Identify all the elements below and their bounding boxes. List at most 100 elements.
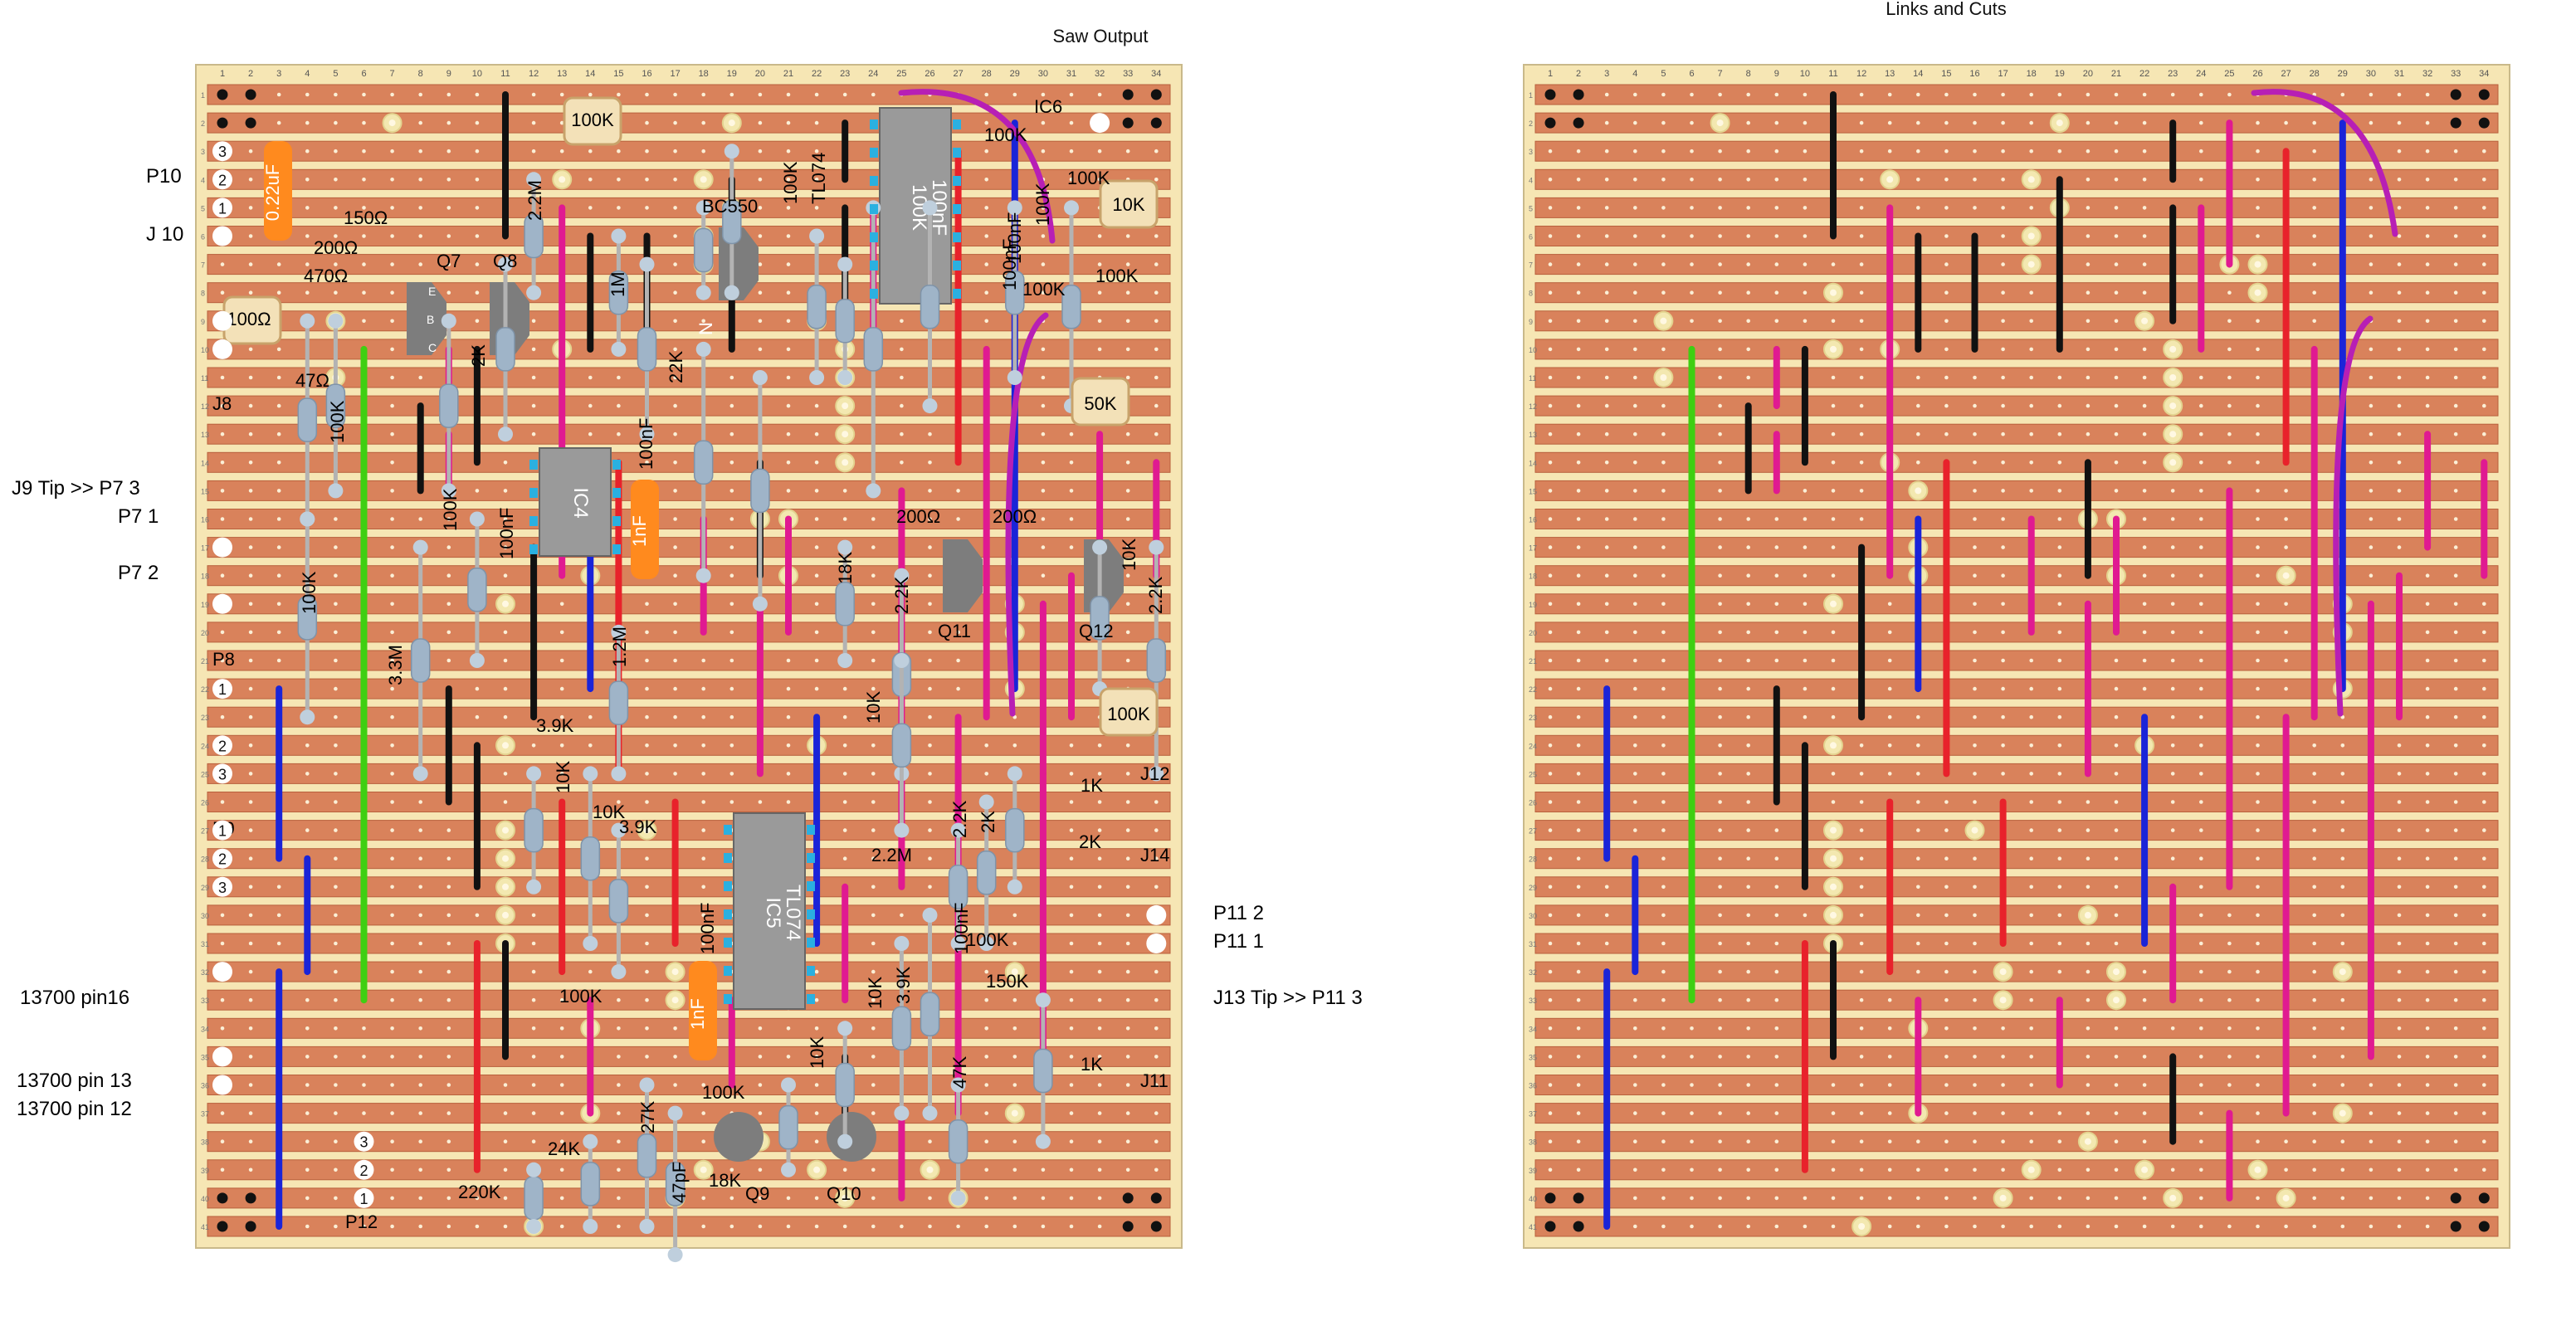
hole bbox=[814, 1196, 819, 1201]
hole bbox=[2057, 461, 2062, 465]
hole bbox=[1154, 431, 1159, 436]
resistor-pad bbox=[526, 172, 542, 188]
hole bbox=[1973, 714, 1977, 719]
hole bbox=[1576, 714, 1581, 719]
hole bbox=[2199, 941, 2203, 946]
hole bbox=[2227, 1055, 2232, 1059]
track-cut-center bbox=[1660, 317, 1667, 324]
hole bbox=[1633, 206, 1637, 210]
hole bbox=[1746, 969, 1750, 974]
hole bbox=[2199, 178, 2203, 182]
hole bbox=[305, 997, 310, 1002]
hole bbox=[1097, 772, 1102, 776]
hole bbox=[1069, 1026, 1074, 1031]
column-number: 2 bbox=[1576, 69, 1581, 79]
row-number: 25 bbox=[201, 770, 209, 778]
hole bbox=[1973, 517, 1977, 521]
hole bbox=[1154, 1167, 1159, 1172]
hole bbox=[1576, 743, 1581, 748]
hole bbox=[2340, 743, 2345, 748]
hole bbox=[1973, 772, 1977, 776]
hole bbox=[559, 1111, 564, 1115]
resistor-pad bbox=[639, 1219, 655, 1234]
hole bbox=[559, 120, 564, 125]
copper-strip bbox=[1534, 395, 2499, 417]
hole bbox=[1774, 1026, 1779, 1031]
copper-strip bbox=[1534, 1017, 2499, 1039]
hole bbox=[2312, 234, 2316, 238]
hole bbox=[1604, 319, 1609, 324]
column-number: 34 bbox=[2479, 69, 2489, 79]
hole bbox=[1548, 517, 1553, 521]
column-number: 34 bbox=[1151, 69, 1161, 79]
hole bbox=[390, 206, 394, 210]
hole bbox=[673, 461, 677, 465]
hole bbox=[2086, 262, 2091, 266]
hole bbox=[2453, 602, 2458, 607]
label-100k-right: 100K bbox=[1067, 168, 1110, 188]
column-number: 28 bbox=[982, 69, 992, 79]
copper-strip bbox=[1534, 706, 2499, 728]
hole bbox=[1041, 290, 1046, 295]
hole bbox=[1154, 1055, 1159, 1059]
ic-pin bbox=[807, 825, 815, 835]
hole bbox=[645, 941, 649, 946]
hole bbox=[1125, 234, 1130, 238]
hole bbox=[2453, 489, 2458, 493]
hole bbox=[2142, 573, 2147, 578]
hole bbox=[2397, 969, 2402, 974]
header-pin bbox=[1573, 1192, 1584, 1204]
hole bbox=[2397, 885, 2402, 890]
hole bbox=[446, 1026, 451, 1031]
hole bbox=[1831, 375, 1836, 380]
copper-strip bbox=[207, 1216, 1171, 1237]
hole bbox=[1633, 149, 1637, 154]
hole bbox=[1069, 178, 1074, 182]
hole bbox=[1041, 431, 1046, 436]
hole bbox=[758, 149, 763, 154]
hole bbox=[2397, 290, 2402, 295]
hole bbox=[2114, 828, 2119, 832]
offboard-13700-12: 13700 pin 12 bbox=[17, 1098, 132, 1120]
track-cut-center bbox=[502, 883, 509, 890]
hole bbox=[248, 602, 253, 607]
hole bbox=[2369, 545, 2374, 549]
row-number: 24 bbox=[1529, 742, 1537, 750]
row-number: 2 bbox=[201, 119, 205, 128]
hole bbox=[390, 1167, 394, 1172]
hole bbox=[2170, 658, 2175, 663]
column-number: 22 bbox=[2139, 69, 2149, 79]
copper-strip bbox=[1534, 763, 2499, 784]
hole bbox=[786, 772, 791, 776]
hole bbox=[418, 1111, 423, 1115]
label-47pf: 47pF bbox=[669, 1162, 690, 1203]
capacitor-022uf bbox=[264, 141, 292, 241]
row-number: 8 bbox=[201, 290, 205, 298]
hole bbox=[928, 431, 932, 436]
label-150ohm: 150Ω bbox=[344, 207, 388, 228]
header-pin bbox=[245, 1192, 256, 1204]
hole bbox=[1859, 772, 1864, 776]
hole bbox=[1604, 347, 1609, 352]
pin-pad bbox=[212, 876, 232, 897]
hole bbox=[814, 461, 819, 465]
hole bbox=[1690, 1224, 1694, 1229]
label-39k-b: 3.9K bbox=[619, 816, 657, 837]
hole bbox=[786, 319, 791, 324]
resistor-pad bbox=[724, 285, 739, 300]
hole bbox=[2057, 489, 2062, 493]
hole bbox=[446, 1111, 451, 1115]
hole bbox=[276, 913, 281, 918]
hole bbox=[2453, 262, 2458, 266]
pin-pad bbox=[212, 1046, 232, 1067]
track-cut-center bbox=[1830, 826, 1837, 834]
hole bbox=[2029, 347, 2033, 352]
hole bbox=[1069, 1167, 1074, 1172]
hole bbox=[1718, 1083, 1722, 1087]
hole bbox=[2029, 997, 2033, 1002]
hole bbox=[1718, 92, 1722, 97]
hole bbox=[276, 92, 281, 97]
hole bbox=[220, 375, 225, 380]
hole bbox=[673, 573, 677, 578]
hole bbox=[701, 828, 705, 832]
